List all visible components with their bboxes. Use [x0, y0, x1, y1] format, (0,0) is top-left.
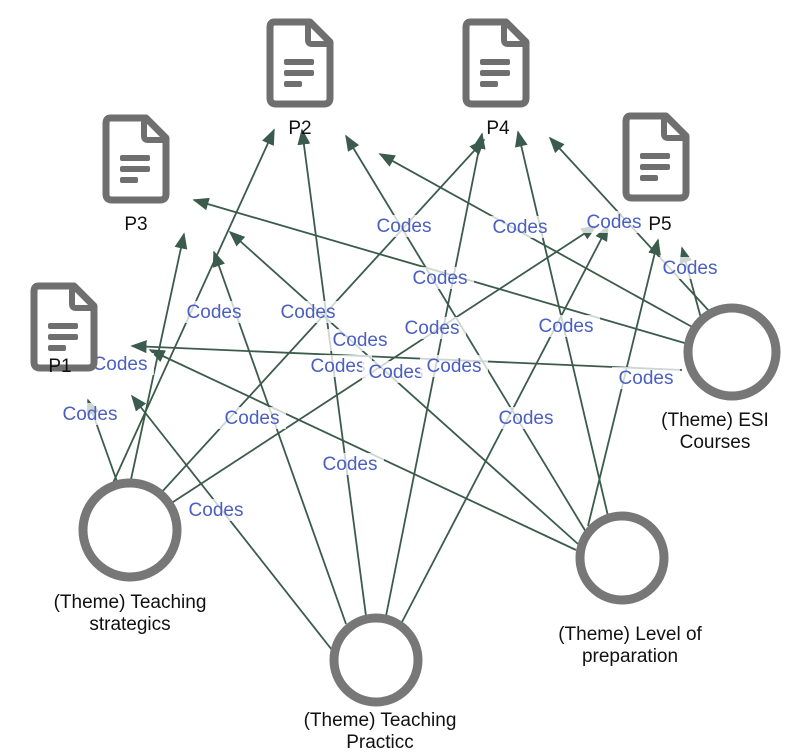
- edge-label-codes: Codes: [369, 362, 424, 383]
- edge-label-codes: Codes: [493, 217, 548, 238]
- edge-label-background: [370, 215, 438, 237]
- document-icon-line: [48, 334, 78, 340]
- document-icon-fold: [305, 22, 330, 47]
- theme-node-t1[interactable]: [78, 478, 182, 582]
- edge-label-background: [180, 301, 248, 323]
- edge-label-codes: Codes: [427, 356, 482, 377]
- edge-label-background: [362, 361, 430, 383]
- edge-label-background: [580, 211, 648, 233]
- doc-label-p3: P3: [124, 214, 148, 235]
- edge-label-background: [656, 257, 724, 279]
- edge-label-codes: Codes: [413, 268, 468, 289]
- edge-label-codes: Codes: [281, 302, 336, 323]
- edge-label-codes: Codes: [311, 356, 366, 377]
- edge-label-codes: Codes: [189, 500, 244, 521]
- document-icon-line: [120, 166, 150, 172]
- document-icon-p5[interactable]: [622, 112, 690, 202]
- edge-label-background: [182, 499, 250, 521]
- edge-label-background: [274, 301, 342, 323]
- edge-label-codes: Codes: [539, 316, 594, 337]
- edge-label-codes: Codes: [663, 258, 718, 279]
- document-icon-line: [284, 59, 314, 65]
- edge-label-codes: Codes: [619, 368, 674, 389]
- edge-label-background: [398, 317, 466, 339]
- document-icon-line: [48, 345, 66, 351]
- edge-label-codes: Codes: [587, 212, 642, 233]
- document-icon-fold: [661, 116, 686, 141]
- document-icon-fold: [501, 22, 526, 47]
- edge-label-background: [492, 407, 560, 429]
- edge-label-background: [420, 355, 488, 377]
- edge-label-background: [304, 355, 372, 377]
- document-icon-fold: [69, 286, 94, 311]
- edge-label-background: [612, 367, 680, 389]
- document-icon-line: [48, 323, 78, 329]
- document-icon-line: [480, 81, 498, 87]
- document-icon-line: [284, 81, 302, 87]
- edge-label-background: [316, 453, 384, 475]
- theme-node-t2[interactable]: [329, 613, 423, 707]
- doc-label-p1: P1: [48, 356, 72, 377]
- theme-node-t4[interactable]: [683, 303, 781, 401]
- edge-label-background: [326, 329, 394, 351]
- document-icon-p2[interactable]: [266, 18, 334, 108]
- theme-label-esi-courses: (Theme) ESI Courses: [661, 410, 769, 453]
- document-icon-line: [640, 164, 670, 170]
- theme-label-level-of-preparation: (Theme) Level of preparation: [558, 624, 702, 667]
- edge-label-background: [218, 407, 286, 429]
- edge-label-codes: Codes: [93, 354, 148, 375]
- document-icon-p1[interactable]: [30, 282, 98, 372]
- edge-t4-to-p2: [378, 153, 695, 329]
- document-icon-p3[interactable]: [102, 114, 170, 204]
- document-icon-p4[interactable]: [462, 18, 530, 108]
- edge-t2-to-p1: [130, 394, 333, 651]
- document-icon-line: [640, 153, 670, 159]
- doc-label-p2: P2: [288, 118, 312, 139]
- edge-label-background: [86, 353, 154, 375]
- edge-label-codes: Codes: [225, 408, 280, 429]
- edge-label-codes: Codes: [405, 318, 460, 339]
- theme-node-t3[interactable]: [575, 511, 669, 605]
- edge-label-background: [406, 267, 474, 289]
- edge-label-codes: Codes: [333, 330, 388, 351]
- edge-label-background: [486, 216, 554, 238]
- doc-label-p4: P4: [486, 118, 510, 139]
- edge-t4-to-p1: [130, 340, 683, 371]
- document-icon-fold: [141, 118, 166, 143]
- document-icon-line: [480, 59, 510, 65]
- edge-label-codes: Codes: [187, 302, 242, 323]
- theme-label-teaching-practice: (Theme) Teaching Practicc: [303, 710, 457, 753]
- edge-label-background: [532, 315, 600, 337]
- nodes-layer: [30, 18, 781, 707]
- edge-label-background: [56, 403, 124, 425]
- doc-label-p5: P5: [648, 214, 672, 235]
- document-icon-line: [284, 70, 314, 76]
- document-icon-line: [120, 177, 138, 183]
- edge-t3-to-p3: [228, 230, 579, 545]
- edge-label-codes: Codes: [323, 454, 378, 475]
- edge-label-codes: Codes: [63, 404, 118, 425]
- edge-t3-to-p1: [148, 349, 577, 551]
- edge-label-codes: Codes: [499, 408, 554, 429]
- document-icon-line: [640, 175, 658, 181]
- theme-label-teaching-strategies: (Theme) Teaching strategics: [53, 592, 207, 635]
- document-icon-line: [480, 70, 510, 76]
- document-icon-line: [120, 155, 150, 161]
- edge-label-codes: Codes: [377, 216, 432, 237]
